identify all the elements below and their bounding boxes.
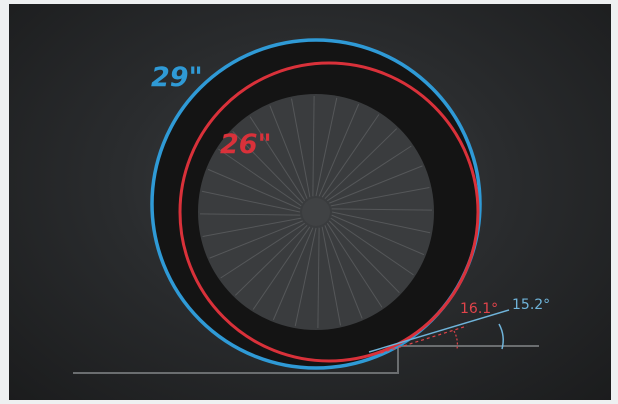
- spoke: [324, 128, 398, 200]
- wheel-29-outline: [150, 38, 482, 370]
- spoke: [321, 114, 380, 198]
- spoke: [331, 208, 432, 211]
- angle-arc-29: [498, 323, 504, 350]
- spoke: [202, 217, 302, 237]
- wheel-26-outline: [178, 61, 480, 363]
- angle-line-29: [368, 309, 510, 353]
- spoke: [209, 220, 303, 259]
- spoke: [327, 145, 412, 202]
- spoke: [317, 227, 320, 328]
- spoke: [328, 220, 400, 294]
- wheel-size-comparison-diagram: 29" 26" 16.1° 15.2°: [73, 38, 550, 374]
- spoke: [201, 190, 301, 213]
- spoke: [294, 227, 317, 327]
- spoke: [291, 98, 311, 198]
- spoke: [207, 168, 301, 210]
- wheel-spokes: [200, 96, 432, 328]
- spoke: [330, 217, 414, 276]
- ground-line: [73, 345, 539, 374]
- spoke: [220, 222, 305, 279]
- spoke: [232, 130, 304, 204]
- spoke: [269, 105, 308, 199]
- spoke: [272, 227, 314, 321]
- spoke: [252, 226, 311, 310]
- spoke: [200, 213, 301, 216]
- spoke: [324, 225, 363, 319]
- spoke: [330, 187, 430, 207]
- spoke: [218, 148, 302, 207]
- angle-arc-26: [453, 330, 458, 350]
- spoke: [331, 214, 425, 256]
- spoke: [318, 103, 360, 197]
- spoke: [326, 223, 383, 308]
- spoke: [249, 116, 306, 201]
- illustration-frame: 29" 26" 16.1° 15.2°: [9, 4, 611, 400]
- spoke: [331, 211, 431, 234]
- label-angle-15-2: 15.2°: [512, 297, 550, 313]
- spoke: [315, 97, 338, 197]
- label-26-inch: 26": [220, 129, 272, 160]
- wheel-hub: [302, 198, 330, 226]
- label-angle-16-1: 16.1°: [460, 301, 498, 317]
- spoke: [312, 96, 315, 197]
- spoke: [321, 226, 341, 326]
- spoke: [234, 224, 308, 296]
- label-29-inch: 29": [151, 62, 203, 93]
- spoke: [329, 165, 423, 204]
